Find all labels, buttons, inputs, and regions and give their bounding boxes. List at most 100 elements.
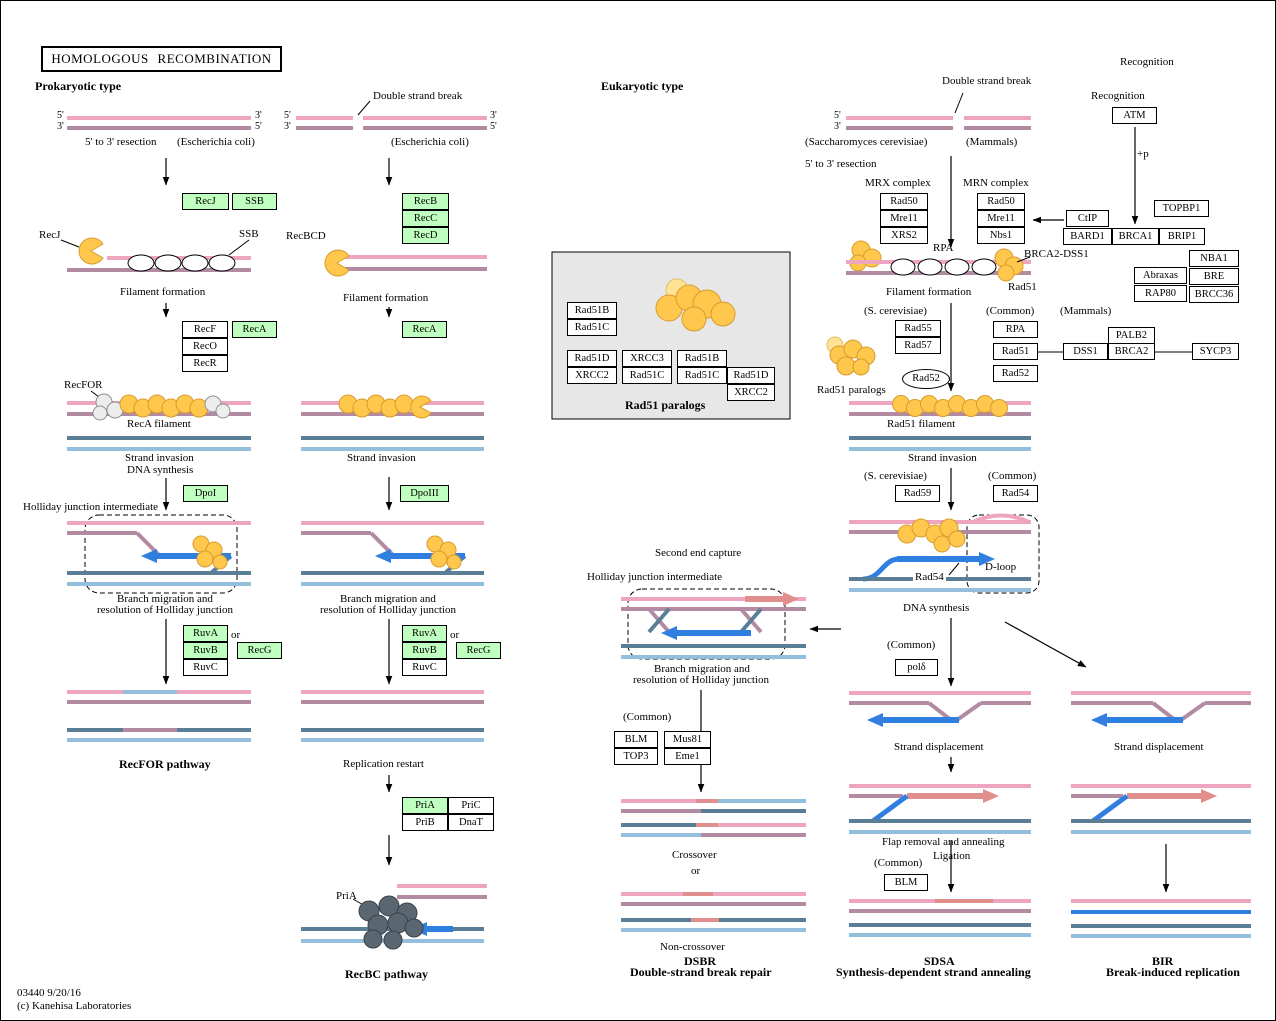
gene-topbp1[interactable]: TOPBP1 — [1154, 200, 1209, 217]
dna-end-label: 3' — [255, 110, 262, 121]
gene-recf[interactable]: RecF — [182, 321, 228, 338]
label-dna-synthesis-euk: DNA synthesis — [903, 602, 970, 614]
gene-rad55[interactable]: Rad55 — [895, 320, 941, 337]
label-rad51-filament: Rad51 filament — [887, 418, 956, 430]
branch-migration-protein-blob-recbc — [426, 535, 462, 570]
gene-ruvb-1[interactable]: RuvB — [183, 642, 228, 659]
gene-brip1[interactable]: BRIP1 — [1159, 228, 1205, 245]
gene-dnat[interactable]: DnaT — [448, 814, 494, 831]
gene-rad51c-2[interactable]: Rad51C — [622, 367, 672, 384]
gene-mre11-mrn[interactable]: Mre11 — [977, 210, 1025, 227]
gene-rad54[interactable]: Rad54 — [993, 485, 1038, 502]
rad51-invasion-blob — [897, 518, 966, 553]
label-filament-formation-2: Filament formation — [343, 292, 429, 304]
gene-rad52-box[interactable]: Rad52 — [993, 365, 1038, 382]
gene-reca-1[interactable]: RecA — [232, 321, 277, 338]
gene-ssb[interactable]: SSB — [232, 193, 277, 210]
gene-recc[interactable]: RecC — [402, 210, 449, 227]
gene-reca-2[interactable]: RecA — [402, 321, 447, 338]
section-header-prokaryotic: Prokaryotic type — [35, 79, 122, 93]
gene-dpoiii[interactable]: DpoIII — [400, 485, 449, 502]
gene-rpa[interactable]: RPA — [993, 321, 1038, 338]
gene-atm[interactable]: ATM — [1112, 107, 1157, 124]
gene-rad52-ellipse[interactable]: Rad52 — [902, 369, 950, 389]
recbc-column-art — [296, 100, 487, 950]
gene-bre[interactable]: BRE — [1189, 268, 1239, 285]
gene-ruvc-2[interactable]: RuvC — [402, 659, 447, 676]
gene-sycp3[interactable]: SYCP3 — [1192, 343, 1239, 360]
label-mammals-2: (Mammals) — [1060, 305, 1112, 317]
gene-brca2[interactable]: BRCA2 — [1108, 343, 1155, 360]
gene-ctip[interactable]: CtIP — [1066, 210, 1109, 227]
gene-reco[interactable]: RecO — [182, 338, 228, 355]
gene-mre11-mrx[interactable]: Mre11 — [880, 210, 928, 227]
label-non-crossover: Non-crossover — [660, 941, 725, 953]
gene-pric[interactable]: PriC — [448, 797, 494, 814]
branch-migration-protein-blob — [192, 535, 228, 570]
dna-end-label: 5' — [284, 110, 291, 121]
label-ecoli-2: (Escherichia coli) — [391, 136, 469, 148]
gene-rad51[interactable]: Rad51 — [993, 343, 1038, 360]
label-ligation: Ligation — [933, 850, 971, 862]
gene-recd[interactable]: RecD — [402, 227, 449, 244]
label-sdsa-abbr: SDSA — [924, 954, 955, 968]
gene-ruva-2[interactable]: RuvA — [402, 625, 447, 642]
gene-xrs2[interactable]: XRS2 — [880, 227, 928, 244]
gene-rad50-mrx[interactable]: Rad50 — [880, 193, 928, 210]
label-rad54: Rad54 — [913, 571, 946, 584]
label-resection-prok: 5' to 3' resection — [85, 136, 157, 148]
gene-xrcc2-2[interactable]: XRCC2 — [727, 384, 775, 401]
gene-pol-delta[interactable]: polδ — [895, 659, 938, 676]
copyright-text: (c) Kanehisa Laboratories — [17, 1000, 132, 1012]
gene-ruva-1[interactable]: RuvA — [183, 625, 228, 642]
label-recbc-pathway: RecBC pathway — [345, 967, 428, 981]
gene-blm-1[interactable]: BLM — [614, 731, 658, 748]
gene-rad50-mrn[interactable]: Rad50 — [977, 193, 1025, 210]
gene-eme1[interactable]: Eme1 — [664, 748, 711, 765]
label-filament-formation-1: Filament formation — [120, 286, 206, 298]
gene-recr[interactable]: RecR — [182, 355, 228, 372]
label-bir-full: Break-induced replication — [1106, 965, 1240, 979]
gene-nba1[interactable]: NBA1 — [1189, 250, 1239, 267]
label-pria: PriA — [336, 890, 357, 902]
pathway-title-box[interactable]: HOMOLOGOUS RECOMBINATION — [41, 46, 282, 72]
gene-rad51c-1[interactable]: Rad51C — [567, 319, 617, 336]
label-recognition-2: Recognition — [1091, 90, 1145, 102]
gene-top3[interactable]: TOP3 — [614, 748, 658, 765]
dna-end-label: 3' — [834, 121, 841, 132]
gene-rap80[interactable]: RAP80 — [1134, 285, 1187, 302]
gene-abraxas[interactable]: Abraxas — [1134, 267, 1187, 284]
gene-bard1[interactable]: BARD1 — [1063, 228, 1112, 245]
gene-recg-1[interactable]: RecG — [237, 642, 282, 659]
gene-recg-2[interactable]: RecG — [456, 642, 501, 659]
gene-dpoi[interactable]: DpoI — [183, 485, 228, 502]
label-mammals-1: (Mammals) — [966, 136, 1018, 148]
gene-rad51b-2[interactable]: Rad51B — [677, 350, 727, 367]
gene-ruvc-1[interactable]: RuvC — [183, 659, 228, 676]
label-branch-migration-3b: resolution of Holliday junction — [633, 674, 769, 686]
dsbr-column-art — [621, 588, 806, 932]
gene-rad51d-1[interactable]: Rad51D — [567, 350, 617, 367]
gene-blm-2[interactable]: BLM — [884, 874, 928, 891]
gene-pria[interactable]: PriA — [402, 797, 448, 814]
gene-rad51b-1[interactable]: Rad51B — [567, 302, 617, 319]
gene-xrcc3[interactable]: XRCC3 — [622, 350, 672, 367]
gene-rad59[interactable]: Rad59 — [895, 485, 940, 502]
gene-rad51c-3[interactable]: Rad51C — [677, 367, 727, 384]
gene-brca1[interactable]: BRCA1 — [1112, 228, 1159, 245]
gene-palb2[interactable]: PALB2 — [1108, 327, 1155, 344]
holliday-junction-dashed-box-euk — [627, 588, 786, 660]
gene-prib[interactable]: PriB — [402, 814, 448, 831]
gene-recb[interactable]: RecB — [402, 193, 449, 210]
gene-xrcc2-1[interactable]: XRCC2 — [567, 367, 617, 384]
gene-ruvb-2[interactable]: RuvB — [402, 642, 447, 659]
gene-rad57[interactable]: Rad57 — [895, 337, 941, 354]
gene-brcc36[interactable]: BRCC36 — [1189, 286, 1239, 303]
gene-mus81[interactable]: Mus81 — [664, 731, 711, 748]
gene-recj[interactable]: RecJ — [182, 193, 229, 210]
gene-nbs1[interactable]: Nbs1 — [977, 227, 1025, 244]
gene-dss1[interactable]: DSS1 — [1063, 343, 1108, 360]
eukaryotic-column-art — [809, 92, 1192, 687]
gene-rad51d-2[interactable]: Rad51D — [727, 367, 775, 384]
label-rpa: RPA — [933, 242, 954, 254]
